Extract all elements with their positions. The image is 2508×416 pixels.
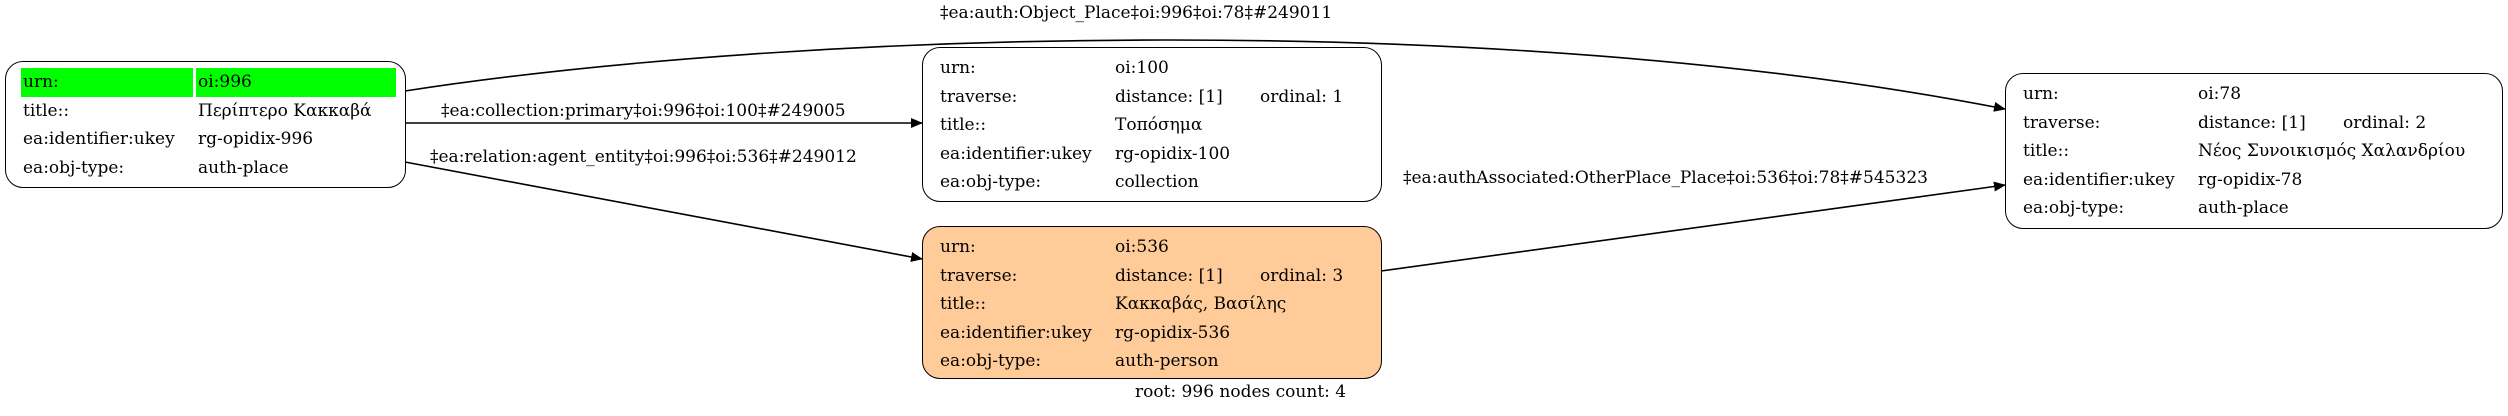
node-oi-100[interactable]: urn: oi:100 traverse: distance: [1] ordi…: [922, 47, 1382, 202]
row-value: auth-place: [2198, 198, 2289, 219]
row-value: distance: [1]: [1115, 265, 1223, 286]
graph-footer: root: 996 nodes count: 4: [1135, 382, 1347, 402]
row-key: ea:identifier:ukey: [2023, 169, 2175, 190]
row-extra: [2341, 80, 2467, 109]
node-row-traverse: traverse: distance: [1] ordinal: 1: [938, 83, 1345, 112]
row-key: title::: [2023, 141, 2070, 162]
node-row-traverse: traverse: distance: [1] ordinal: 2: [2021, 109, 2467, 138]
node-row-urn: urn: oi:996: [21, 68, 396, 97]
node-table: urn: oi:100 traverse: distance: [1] ordi…: [935, 54, 1348, 197]
node-row-obj-type: ea:obj-type: collection: [938, 168, 1345, 197]
node-row-ukey: ea:identifier:ukey rg-opidix-996: [21, 125, 396, 154]
row-key: title::: [940, 115, 987, 136]
row-key: urn:: [940, 237, 976, 258]
node-oi-78[interactable]: urn: oi:78 traverse: distance: [1] ordin…: [2005, 73, 2503, 229]
edge-label-536-78: ‡ea:authAssociated:OtherPlace_Place‡oi:5…: [1403, 168, 1928, 188]
row-key: title::: [23, 100, 70, 121]
row-key: traverse:: [940, 86, 1018, 107]
row-extra: ordinal: 1: [1260, 86, 1344, 107]
row-key: ea:obj-type:: [2023, 198, 2125, 219]
node-oi-536[interactable]: urn: oi:536 traverse: distance: [1] ordi…: [922, 226, 1382, 379]
node-row-obj-type: ea:obj-type: auth-person: [938, 347, 1345, 376]
row-extra: ordinal: 3: [1260, 265, 1344, 286]
row-key: ea:obj-type:: [940, 351, 1042, 372]
row-key: ea:identifier:ukey: [940, 322, 1092, 343]
row-key: ea:identifier:ukey: [23, 129, 175, 150]
node-row-title: title:: Νέος Συνοικισμός Χαλανδρίου: [2021, 137, 2467, 166]
row-value: oi:996: [196, 68, 396, 97]
row-value: rg-opidix-536: [1115, 322, 1231, 343]
node-oi-996[interactable]: urn: oi:996 title:: Περίπτερο Κακκαβά ea…: [5, 61, 406, 188]
node-row-obj-type: ea:obj-type: auth-place: [21, 154, 396, 183]
row-value: rg-opidix-78: [2198, 169, 2303, 190]
node-row-obj-type: ea:obj-type: auth-place: [2021, 194, 2467, 223]
node-row-traverse: traverse: distance: [1] ordinal: 3: [938, 262, 1345, 291]
node-table: urn: oi:996 title:: Περίπτερο Κακκαβά ea…: [18, 68, 399, 182]
row-key: ea:obj-type:: [940, 172, 1042, 193]
edge-label-996-100: ‡ea:collection:primary‡oi:996‡oi:100‡#24…: [441, 101, 846, 121]
edge-996-to-536: [404, 161, 923, 262]
row-key: urn:: [21, 68, 193, 97]
edge-label-996-536: ‡ea:relation:agent_entity‡oi:996‡oi:536‡…: [430, 147, 857, 167]
row-value: oi:536: [1115, 237, 1169, 258]
row-key: traverse:: [940, 265, 1018, 286]
node-table: urn: oi:78 traverse: distance: [1] ordin…: [2018, 80, 2470, 223]
row-value: Τοπόσημα: [1115, 115, 1203, 136]
row-key: urn:: [2023, 84, 2059, 105]
row-extra: ordinal: 2: [2343, 112, 2427, 133]
node-row-urn: urn: oi:536: [938, 233, 1345, 262]
node-row-ukey: ea:identifier:ukey rg-opidix-100: [938, 140, 1345, 169]
node-table: urn: oi:536 traverse: distance: [1] ordi…: [935, 233, 1348, 376]
node-row-ukey: ea:identifier:ukey rg-opidix-78: [2021, 166, 2467, 195]
node-row-urn: urn: oi:78: [2021, 80, 2467, 109]
row-value: Περίπτερο Κακκαβά: [198, 100, 372, 121]
row-value: oi:100: [1115, 58, 1169, 79]
row-value: Νέος Συνοικισμός Χαλανδρίου: [2198, 141, 2466, 162]
row-key: urn:: [940, 58, 976, 79]
node-row-title: title:: Περίπτερο Κακκαβά: [21, 97, 396, 126]
edge-label-996-78: ‡ea:auth:Object_Place‡oi:996‡oi:78‡#2490…: [940, 3, 1333, 23]
row-value: collection: [1115, 172, 1199, 193]
row-key: ea:obj-type:: [23, 157, 125, 178]
row-value: distance: [1]: [1115, 86, 1223, 107]
edge-996-to-78: [404, 39, 2006, 112]
row-extra: [1258, 233, 1345, 262]
row-value: auth-place: [198, 157, 289, 178]
row-value: distance: [1]: [2198, 112, 2306, 133]
row-value: auth-person: [1115, 351, 1219, 372]
row-value: rg-opidix-100: [1115, 143, 1231, 164]
row-key: title::: [940, 294, 987, 315]
node-row-title: title:: Κακκαβάς, Βασίλης: [938, 290, 1345, 319]
row-value: oi:78: [2198, 84, 2242, 105]
row-value: rg-opidix-996: [198, 129, 314, 150]
node-row-title: title:: Τοπόσημα: [938, 111, 1345, 140]
row-key: traverse:: [2023, 112, 2101, 133]
edge-536-to-78: [1380, 181, 2006, 272]
row-extra: [1258, 54, 1345, 83]
node-row-ukey: ea:identifier:ukey rg-opidix-536: [938, 319, 1345, 348]
row-key: ea:identifier:ukey: [940, 143, 1092, 164]
node-row-urn: urn: oi:100: [938, 54, 1345, 83]
row-value: Κακκαβάς, Βασίλης: [1115, 294, 1287, 315]
